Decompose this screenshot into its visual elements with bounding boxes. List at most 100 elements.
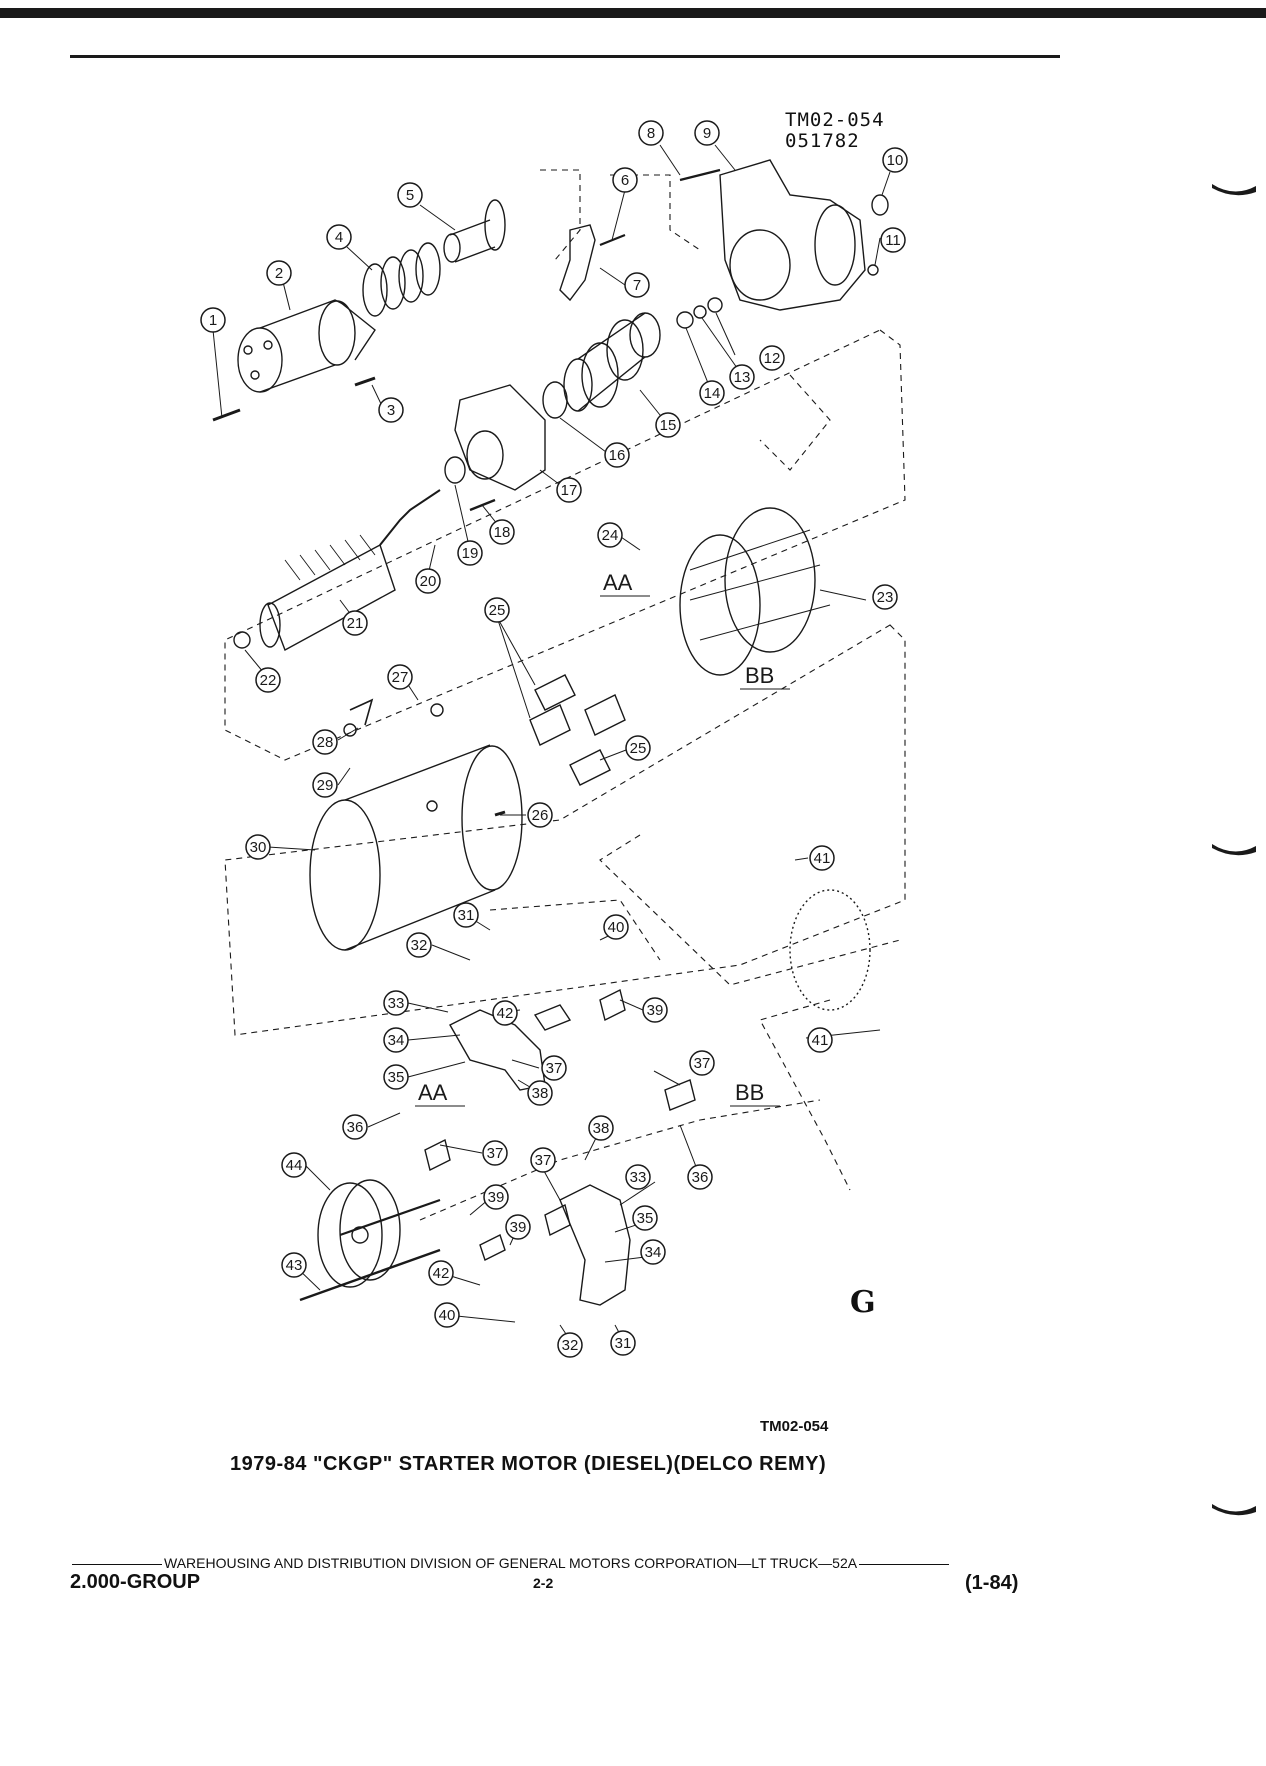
callout: 35 xyxy=(383,1064,409,1090)
svg-text:33: 33 xyxy=(630,1169,647,1186)
callout: 42 xyxy=(428,1260,454,1286)
callout: 32 xyxy=(406,932,432,958)
solenoid xyxy=(237,299,376,393)
callout: 16 xyxy=(604,442,630,468)
callout: 2 xyxy=(266,260,292,286)
header-rule xyxy=(70,55,1060,58)
footer-group: 2.000-GROUP xyxy=(70,1571,201,1593)
callout: 13 xyxy=(729,364,755,390)
callout: 31 xyxy=(610,1330,636,1356)
binder-edge-mark xyxy=(1212,1504,1256,1516)
svg-text:37: 37 xyxy=(546,1060,563,1077)
brush-plate-lower xyxy=(559,1184,631,1306)
svg-text:6: 6 xyxy=(621,172,629,189)
callout: 24 xyxy=(597,522,623,548)
figure-title: 1979-84 "CKGP" STARTER MOTOR (DIESEL)(DE… xyxy=(230,1453,827,1475)
svg-text:28: 28 xyxy=(317,734,334,751)
svg-text:35: 35 xyxy=(637,1210,654,1227)
svg-text:39: 39 xyxy=(647,1002,664,1019)
svg-text:11: 11 xyxy=(885,232,901,249)
callout: 25 xyxy=(625,735,651,761)
svg-text:38: 38 xyxy=(593,1120,610,1137)
top-border-rule xyxy=(0,8,1266,18)
callout: 30 xyxy=(245,834,271,860)
field-coil-assembly xyxy=(679,507,831,676)
callout: 20 xyxy=(415,568,441,594)
callout: 40 xyxy=(434,1302,460,1328)
svg-text:22: 22 xyxy=(260,672,277,689)
callout: 39 xyxy=(505,1214,531,1240)
callout: 31 xyxy=(453,902,479,928)
svg-text:5: 5 xyxy=(406,187,414,204)
svg-text:23: 23 xyxy=(877,589,894,606)
svg-text:42: 42 xyxy=(497,1005,514,1022)
svg-text:34: 34 xyxy=(388,1032,405,1049)
callout: 5 xyxy=(397,182,423,208)
callout: 6 xyxy=(612,167,638,193)
callouts: 1 2 3 4 5 6 7 8 9 10 11 12 13 14 15 16 1… xyxy=(200,120,908,1358)
svg-text:31: 31 xyxy=(615,1335,632,1352)
field-frame xyxy=(309,744,523,951)
svg-text:37: 37 xyxy=(535,1152,552,1169)
callout: 38 xyxy=(588,1115,614,1141)
callout: 43 xyxy=(281,1252,307,1278)
svg-text:17: 17 xyxy=(561,482,578,499)
svg-text:AA: AA xyxy=(418,1080,448,1105)
callout: 28 xyxy=(312,729,338,755)
callout: 25 xyxy=(484,597,510,623)
binder-edge-mark xyxy=(1212,844,1256,856)
footer-page-number: 2-2 xyxy=(533,1575,554,1591)
svg-text:29: 29 xyxy=(317,777,334,794)
svg-text:41: 41 xyxy=(812,1032,829,1049)
svg-text:13: 13 xyxy=(734,369,751,386)
svg-text:31: 31 xyxy=(458,907,475,924)
callout: 22 xyxy=(255,667,281,693)
svg-text:35: 35 xyxy=(388,1069,405,1086)
callout: 18 xyxy=(489,519,515,545)
svg-text:43: 43 xyxy=(286,1257,303,1274)
commutator-end-frame xyxy=(317,1179,401,1288)
svg-text:21: 21 xyxy=(347,615,364,632)
footer-date: (1-84) xyxy=(965,1572,1019,1594)
callout: 35 xyxy=(632,1205,658,1231)
spring xyxy=(362,242,441,317)
callout: 34 xyxy=(383,1027,409,1053)
section-label-aa-upper: AA xyxy=(600,570,650,597)
callout: 33 xyxy=(383,990,409,1016)
svg-text:25: 25 xyxy=(630,740,647,757)
callout: 4 xyxy=(326,224,352,250)
diagram-reference-code: TM02-054 051782 xyxy=(785,110,885,152)
svg-text:2: 2 xyxy=(275,265,283,282)
svg-text:10: 10 xyxy=(887,152,904,169)
svg-text:3: 3 xyxy=(387,402,395,419)
g-mark: G xyxy=(850,1285,876,1320)
ref-code-line-1: TM02-054 xyxy=(785,109,885,131)
callout: 34 xyxy=(640,1239,666,1265)
svg-text:AA: AA xyxy=(603,570,633,595)
ref-code-line-2: 051782 xyxy=(785,130,860,152)
svg-text:25: 25 xyxy=(489,602,506,619)
svg-text:37: 37 xyxy=(487,1145,504,1162)
armature xyxy=(259,489,441,651)
callout: 14 xyxy=(699,380,725,406)
callout: 37 xyxy=(541,1055,567,1081)
callout: 40 xyxy=(603,914,629,940)
callout: 41 xyxy=(809,845,835,871)
svg-text:19: 19 xyxy=(462,545,479,562)
svg-text:15: 15 xyxy=(660,417,677,434)
svg-text:12: 12 xyxy=(764,350,781,367)
svg-text:BB: BB xyxy=(735,1080,764,1105)
svg-text:14: 14 xyxy=(704,385,721,402)
callout: 12 xyxy=(759,345,785,371)
svg-text:42: 42 xyxy=(433,1265,450,1282)
callout: 36 xyxy=(687,1164,713,1190)
svg-text:27: 27 xyxy=(392,669,409,686)
svg-text:36: 36 xyxy=(347,1119,364,1136)
callout: 23 xyxy=(872,584,898,610)
shift-lever xyxy=(559,224,596,302)
svg-text:32: 32 xyxy=(411,937,428,954)
svg-text:38: 38 xyxy=(532,1085,549,1102)
callout: 32 xyxy=(557,1332,583,1358)
figure-code: TM02-054 xyxy=(760,1418,829,1435)
callout: 7 xyxy=(624,272,650,298)
